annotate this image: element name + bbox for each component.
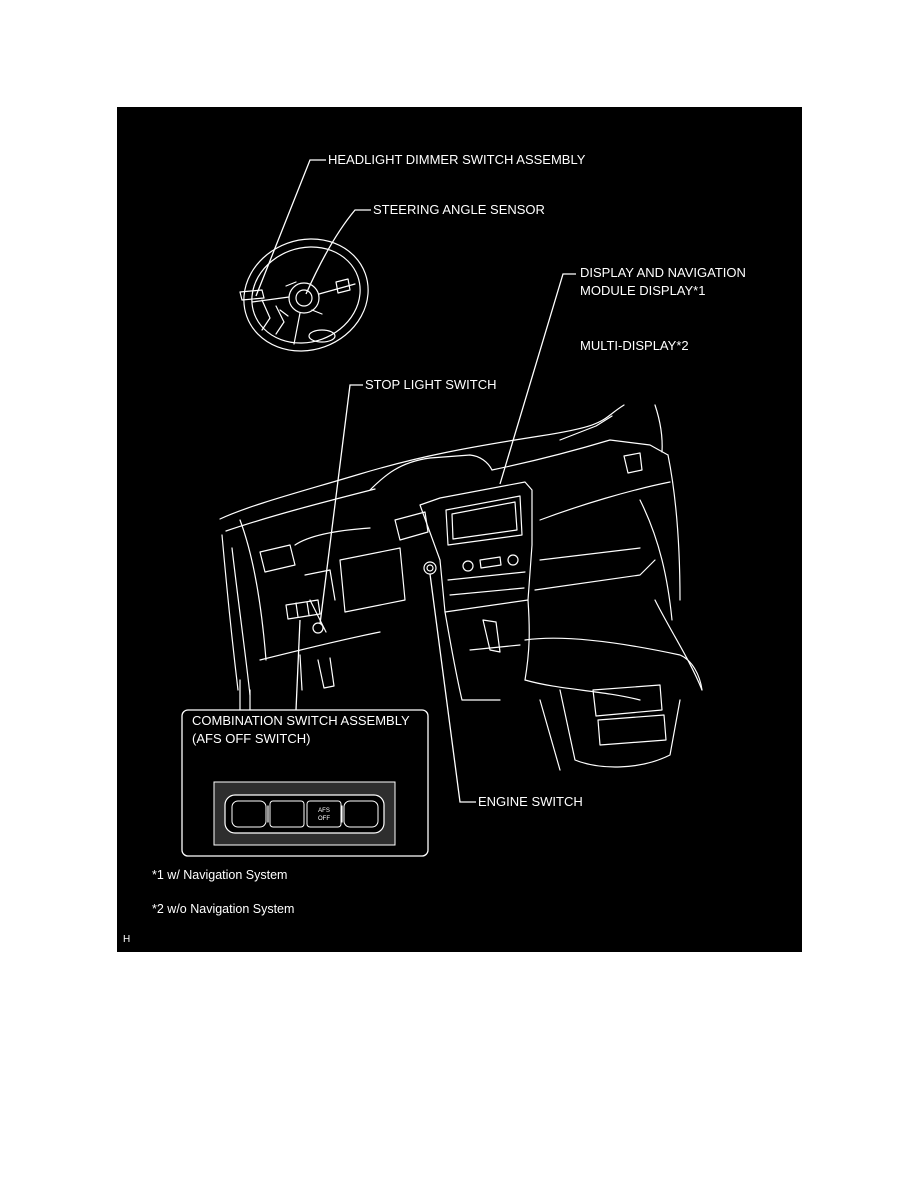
steering-hub — [288, 282, 320, 314]
label-display-navigation-line1: DISPLAY AND NAVIGATION — [580, 265, 746, 280]
center-console-left — [444, 611, 501, 701]
off-text: OFF — [318, 816, 330, 822]
engine-switch-shape — [423, 561, 437, 575]
instrument-cluster-side — [304, 569, 336, 601]
console-tray — [469, 644, 521, 651]
right-door-panel — [639, 499, 673, 621]
right-vent — [623, 452, 643, 474]
combination-switch-inset: AFS OFF — [181, 709, 429, 857]
left-vent — [259, 544, 296, 573]
engine-switch-inner — [426, 564, 434, 572]
afs-switch-on-dash — [285, 599, 321, 620]
headlight-dimmer-stalk — [239, 289, 265, 301]
steering-switch-pad — [335, 278, 351, 294]
passenger-dash-line — [539, 481, 671, 521]
center-stack-outline — [419, 481, 533, 613]
switch-button-1 — [231, 800, 267, 828]
center-control-buttons — [479, 556, 502, 569]
dashboard-right-top — [559, 415, 613, 441]
label-headlight-dimmer-switch: HEADLIGHT DIMMER SWITCH ASSEMBLY — [328, 152, 586, 167]
armrest-top — [524, 637, 703, 691]
inset-connector-lines — [239, 679, 251, 711]
leader-line-display — [499, 273, 576, 485]
switch-button-2 — [269, 800, 305, 828]
leader-line-stop-light — [319, 384, 363, 625]
dashboard-right-upper — [491, 439, 669, 471]
left-pillar-inner — [231, 547, 251, 696]
center-left-vent — [394, 511, 429, 541]
display-hood — [369, 454, 493, 491]
right-door-lower — [654, 599, 703, 691]
figure-code: H — [123, 934, 131, 945]
leader-line-engine-switch — [429, 573, 476, 803]
label-display-navigation-line2: MODULE DISPLAY*1 — [580, 283, 706, 298]
center-panel-line-2 — [449, 587, 525, 596]
stop-light-switch-shape — [312, 622, 324, 634]
left-door-edge — [239, 519, 267, 661]
steering-wheel-inner-rim — [251, 246, 361, 344]
label-steering-angle-sensor: STEERING ANGLE SENSOR — [373, 202, 545, 217]
steering-wheel-outer-rim — [243, 238, 369, 352]
center-panel-line-1 — [447, 571, 526, 581]
switch-button-4 — [343, 800, 379, 828]
display-screen — [451, 501, 518, 540]
label-combination-switch-line1: COMBINATION SWITCH ASSEMBLY — [192, 713, 410, 728]
dashboard-illustration — [219, 404, 703, 771]
right-pillar — [654, 404, 663, 453]
inset-frame — [181, 709, 429, 857]
label-multi-display: MULTI-DISPLAY*2 — [580, 338, 689, 353]
instrument-cluster-hood — [294, 527, 371, 546]
steering-angle-sensor-shape — [295, 289, 313, 307]
leader-line-combination-switch — [295, 619, 301, 711]
left-pillar-outer — [221, 534, 239, 691]
footnote-1: *1 w/ Navigation System — [152, 868, 288, 882]
steering-column — [261, 299, 285, 335]
rear-vent-lower — [597, 714, 667, 746]
rear-vent-upper — [592, 684, 663, 717]
column-cover — [309, 599, 327, 633]
lower-dash-left — [259, 631, 381, 661]
steering-hub-detail — [279, 281, 323, 317]
armrest-side — [524, 679, 641, 701]
footnote-2: *2 w/o Navigation System — [152, 902, 295, 916]
console-side-line — [539, 699, 561, 771]
lower-dash-panel — [339, 547, 406, 613]
audio-knob-right — [507, 554, 519, 566]
label-combination-switch-line2: (AFS OFF SWITCH) — [192, 731, 311, 746]
label-stop-light-switch: STOP LIGHT SWITCH — [365, 377, 497, 392]
right-pillar-lower — [667, 454, 681, 601]
afs-off-switch-button — [306, 800, 342, 828]
shift-lever-boot — [482, 619, 501, 653]
dashboard-top-edge — [219, 404, 625, 520]
dashboard-upper-surface — [225, 488, 376, 532]
steering-wheel-illustration — [239, 238, 369, 352]
leader-lines — [255, 159, 576, 803]
glovebox-upper — [539, 547, 641, 561]
leader-line-headlight-dimmer — [255, 159, 326, 297]
steering-spoke-bottom — [293, 312, 301, 345]
steering-spoke-left — [251, 296, 290, 303]
display-screen-bezel — [445, 495, 523, 546]
afs-text: AFS — [318, 808, 330, 814]
brake-pedal — [317, 657, 335, 689]
leader-line-steering-angle-sensor — [305, 209, 371, 295]
audio-knob-left — [462, 560, 474, 572]
rear-console — [559, 689, 681, 768]
glovebox-lower — [534, 559, 656, 591]
label-engine-switch: ENGINE SWITCH — [478, 794, 583, 809]
kick-panel — [299, 654, 303, 691]
steering-lower-cover — [308, 329, 336, 343]
